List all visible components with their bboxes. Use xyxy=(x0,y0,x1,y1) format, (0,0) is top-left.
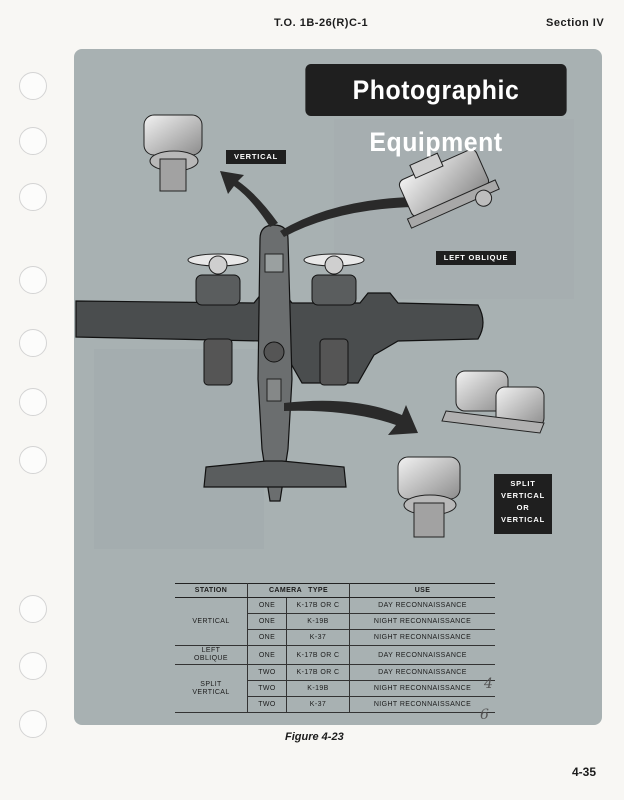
camera-cell: TWO xyxy=(247,664,287,681)
figure-caption: Figure 4-23 xyxy=(285,731,344,743)
use-cell: NIGHT RECONNAISSANCE xyxy=(349,696,495,713)
camera-cell: ONE xyxy=(247,597,287,614)
station-cell: VERTICAL xyxy=(175,597,248,646)
table-row: VERTICAL ONE K-17B OR C DAY RECONNAISSAN… xyxy=(175,597,495,646)
use-cell: DAY RECONNAISSANCE xyxy=(349,645,495,665)
table-row: TWO K-19B NIGHT RECONNAISSANCE xyxy=(175,680,495,697)
table-row: ONE K-19B NIGHT RECONNAISSANCE xyxy=(175,613,495,630)
figure-panel: Photographic Equipment VERTICAL LEFT OBL… xyxy=(74,49,602,725)
header-camera-type: CAMERA TYPE xyxy=(247,583,350,598)
type-cell: K-17B OR C xyxy=(286,597,350,614)
station-label: SPLIT xyxy=(200,680,222,688)
callout-line: SPLIT xyxy=(510,479,536,488)
binder-hole xyxy=(19,710,47,738)
callout-vertical-label: VERTICAL xyxy=(234,152,278,161)
header-type: TYPE xyxy=(308,587,329,594)
table-row: TWO K-37 NIGHT RECONNAISSANCE xyxy=(175,696,495,713)
camera-cell: ONE xyxy=(247,645,287,665)
use-cell: DAY RECONNAISSANCE xyxy=(349,597,495,614)
aircraft-illustration xyxy=(75,114,574,549)
callout-vertical: VERTICAL xyxy=(226,150,286,164)
station-label: LEFT xyxy=(201,647,221,654)
use-cell: DAY RECONNAISSANCE xyxy=(349,664,495,681)
callout-left-oblique: LEFT OBLIQUE xyxy=(436,251,516,265)
table-row: ONE K-37 NIGHT RECONNAISSANCE xyxy=(175,629,495,646)
table-row: LEFT OBLIQUE ONE K-17B OR C DAY RECONNAI… xyxy=(175,645,495,665)
type-cell: K-37 xyxy=(286,696,350,713)
use-cell: NIGHT RECONNAISSANCE xyxy=(349,680,495,697)
handwritten-mark: 4 xyxy=(484,676,493,692)
type-cell: K-19B xyxy=(286,680,350,697)
camera-cell: ONE xyxy=(247,613,287,630)
type-cell: K-37 xyxy=(286,629,350,646)
header-use: USE xyxy=(349,583,495,598)
station-label: VERTICAL xyxy=(192,617,230,625)
type-cell: K-17B OR C xyxy=(286,645,350,665)
station-cell: SPLIT VERTICAL xyxy=(175,664,248,713)
binder-hole xyxy=(19,72,47,100)
callout-left-oblique-label: LEFT OBLIQUE xyxy=(443,253,509,262)
header-camera: CAMERA xyxy=(268,587,302,594)
handwritten-mark: 6 xyxy=(480,707,489,723)
binder-hole xyxy=(19,595,47,623)
callout-split-vertical: SPLIT VERTICAL OR VERTICAL xyxy=(494,474,552,534)
figure-title: Photographic Equipment xyxy=(305,64,567,157)
binder-hole xyxy=(19,329,47,357)
section-label: Section IV xyxy=(546,17,605,29)
binder-hole xyxy=(19,183,47,211)
station-cell: LEFT OBLIQUE xyxy=(175,645,248,665)
use-cell: NIGHT RECONNAISSANCE xyxy=(349,613,495,630)
binder-hole xyxy=(19,266,47,294)
table-row: SPLIT VERTICAL TWO K-17B OR C DAY RECONN… xyxy=(175,664,495,713)
type-cell: K-19B xyxy=(286,613,350,630)
use-cell: NIGHT RECONNAISSANCE xyxy=(349,629,495,646)
header-station: STATION xyxy=(175,583,248,598)
binder-hole xyxy=(19,388,47,416)
binder-hole xyxy=(19,446,47,474)
camera-cell: ONE xyxy=(247,629,287,646)
type-cell: K-17B OR C xyxy=(286,664,350,681)
station-label: VERTICAL xyxy=(192,688,230,696)
camera-cell: TWO xyxy=(247,680,287,697)
binder-hole xyxy=(19,127,47,155)
station-label: OBLIQUE xyxy=(194,655,228,662)
callout-line: OR xyxy=(516,503,530,512)
camera-cell: TWO xyxy=(247,696,287,713)
document-number: T.O. 1B-26(R)C-1 xyxy=(274,17,369,29)
camera-table: STATION CAMERA TYPE USE VERTICAL ONE K-1… xyxy=(175,583,495,713)
callout-line: VERTICAL xyxy=(501,515,545,524)
page-number: 4-35 xyxy=(572,765,597,779)
binder-hole xyxy=(19,652,47,680)
callout-line: VERTICAL xyxy=(501,491,545,500)
